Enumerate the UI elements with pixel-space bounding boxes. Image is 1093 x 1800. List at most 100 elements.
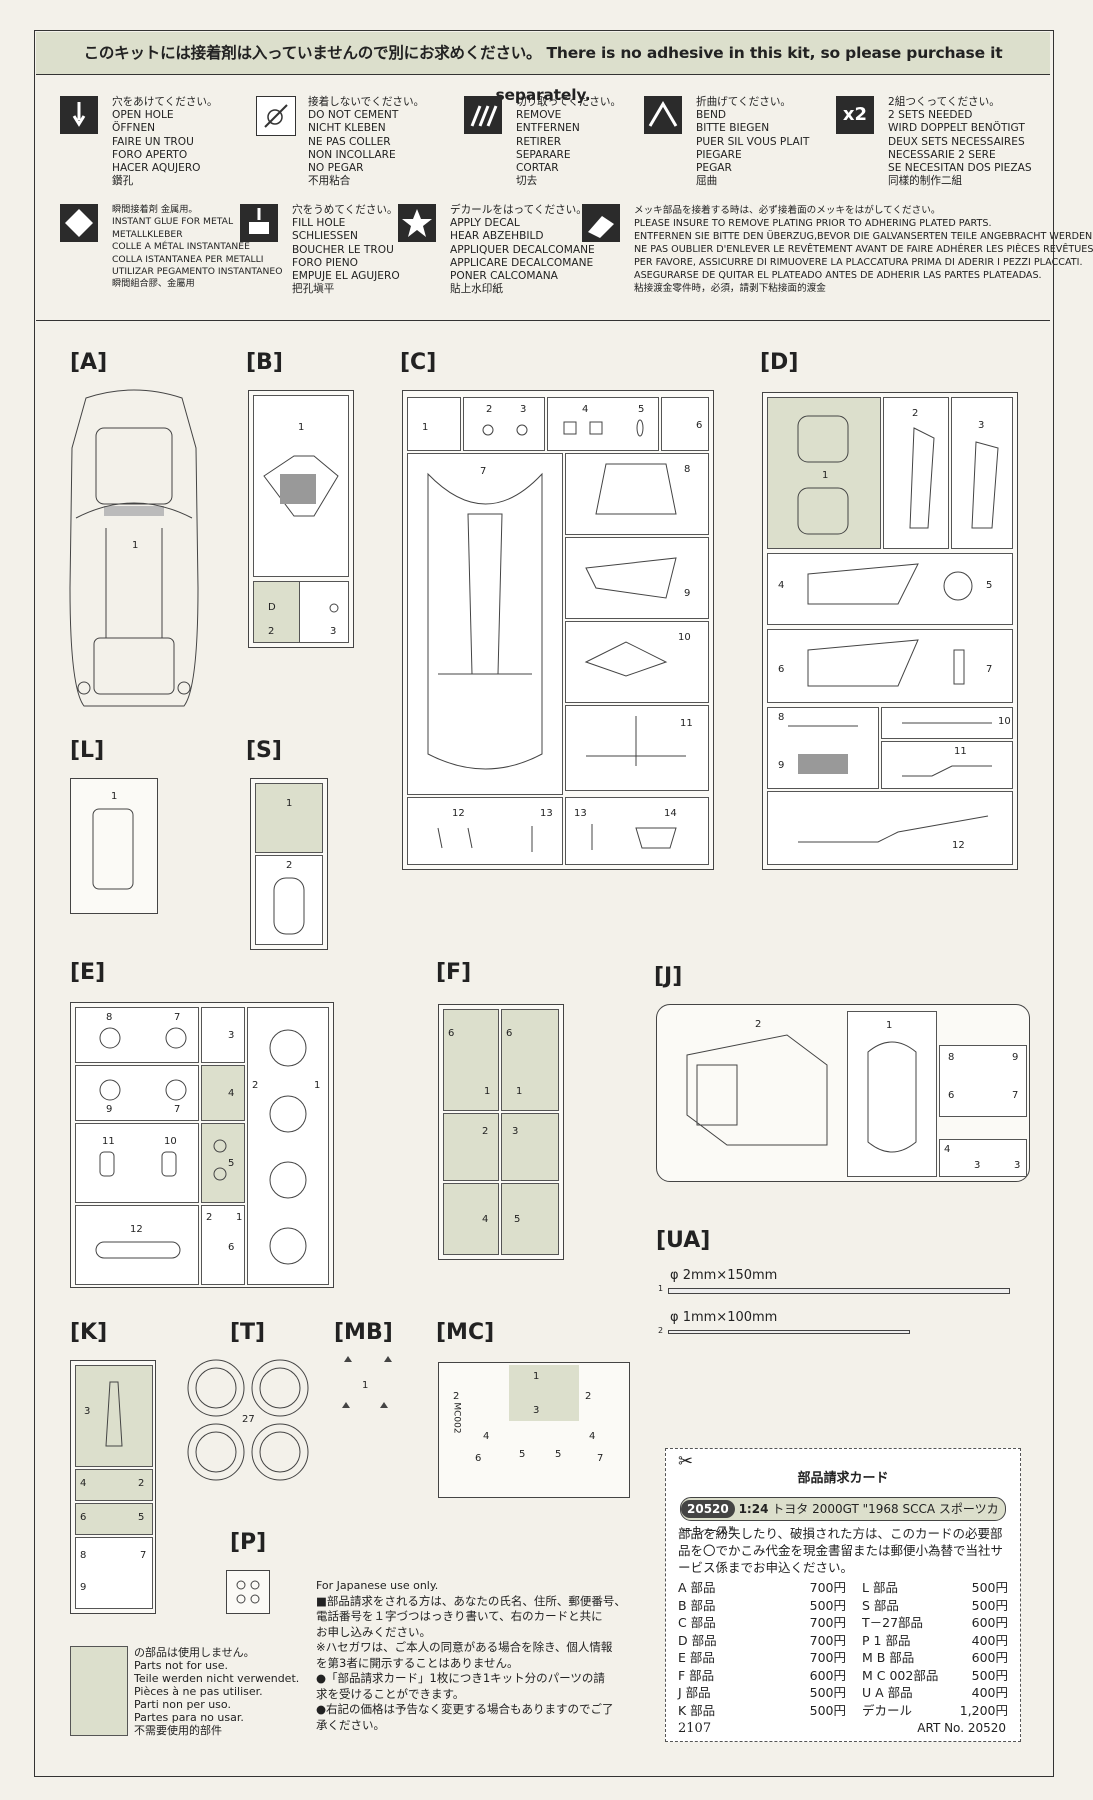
section-label-a: [A] (70, 350, 108, 375)
card-instructions: 部品を紛失したり、破損された方は、このカードの必要部品を〇でかこみ代金を現金書留… (678, 1526, 1004, 1575)
part-number: 10 (164, 1136, 177, 1147)
part-cell-f5: 5 (501, 1183, 559, 1255)
part-cell-d10: 10 (881, 707, 1013, 739)
part-number: 5 (555, 1449, 562, 1460)
section-label-mc: [MC] (436, 1320, 495, 1345)
part-number: 1 (484, 1086, 491, 1097)
parts-tray-b: 1 D 2 3 (248, 390, 354, 648)
section-label-c: [C] (400, 350, 437, 375)
part-number: 4 (944, 1144, 951, 1155)
part-number: 12 (130, 1224, 143, 1235)
part-number: 2 (482, 1126, 489, 1137)
part-number: 8 (778, 712, 785, 723)
part-cell-c13-14: 13 14 (565, 797, 709, 865)
part-number: 6 (228, 1242, 235, 1253)
part-cell-c10: 10 (565, 621, 709, 703)
part-number: 7 (986, 664, 993, 675)
part-number: 9 (778, 760, 785, 771)
part-number: 9 (684, 588, 691, 599)
part-number: 3 (330, 626, 337, 637)
part-cell-e9-7: 9 7 (75, 1065, 199, 1121)
decal-icon (398, 204, 436, 242)
section-label-j: [J] (654, 964, 683, 989)
parts-tray-s: 1 2 (250, 778, 328, 950)
part-number: 4 (778, 580, 785, 591)
card-item-code: 20520 (681, 1500, 735, 1518)
part-cell-d1: 1 (767, 397, 881, 549)
part-number: 14 (664, 808, 677, 819)
part-cell-d12: 12 (767, 791, 1013, 865)
part-number: 9 (80, 1582, 87, 1593)
part-cell-c12-13: 12 13 (407, 797, 563, 865)
part-cell-e5: 5 (201, 1123, 245, 1203)
part-number: 4 (80, 1478, 87, 1489)
part-number: 6 (80, 1512, 87, 1523)
card-art-no: ART No. 20520 (917, 1721, 1006, 1735)
part-number: 6 (506, 1028, 513, 1039)
part-cell-s1: 1 (255, 783, 323, 853)
part-number: 2 (268, 626, 275, 637)
part-number: 3 (228, 1030, 235, 1041)
section-label-k: [K] (70, 1320, 108, 1345)
part-number: 4 (582, 404, 589, 415)
parts-tray-k: 3 4 2 6 5 8 7 9 (70, 1360, 156, 1614)
section-label-f: [F] (436, 960, 472, 985)
section-label-s: [S] (246, 738, 282, 763)
part-cell-e12: 12 (75, 1205, 199, 1285)
part-number: 8 (684, 464, 691, 475)
rod-2-label: φ 1mm×100mm (670, 1310, 778, 1325)
part-number: 1 (822, 470, 829, 481)
not-for-use-legend: の部品は使用しません。Parts not for use.Teile werde… (134, 1646, 300, 1737)
part-cell-d11: 11 (881, 741, 1013, 789)
parts-t-tires: 27 (186, 1358, 310, 1482)
parts-mb: 1 (336, 1356, 396, 1416)
part-cell-f3: 3 (501, 1113, 559, 1181)
part-cell-e1-wheels: 2 1 (247, 1007, 329, 1285)
parts-tray-c: 1 2 3 4 5 6 7 8 9 10 11 12 13 13 14 (402, 390, 714, 870)
part-cell-c4-5: 4 5 (547, 397, 659, 451)
part-number: 9 (106, 1104, 113, 1115)
part-cell-j3-4: 4 3 3 (939, 1139, 1027, 1177)
part-number: 4 (482, 1214, 489, 1225)
part-number: 3 (84, 1406, 91, 1417)
part-number: 6 (475, 1453, 482, 1464)
part-number: 6 (948, 1090, 955, 1101)
part-number: 11 (954, 746, 967, 757)
part-cell-k7-9: 8 7 9 (75, 1537, 153, 1609)
part-cell-b1: 1 (253, 395, 349, 577)
part-cell-f6-1a: 6 1 (443, 1009, 499, 1111)
part-cell-k6-5: 6 5 (75, 1503, 153, 1535)
part-cell-b3: 3 (299, 581, 349, 643)
part-number: 1 (298, 422, 305, 433)
part-number: 8 (106, 1012, 113, 1023)
part-number: 2 (912, 408, 919, 419)
part-number: 2 (286, 860, 293, 871)
part-number: 3 (512, 1126, 519, 1137)
instant-glue-icon (60, 204, 98, 242)
part-cell-j6-9: 8 9 6 7 (939, 1045, 1027, 1117)
part-cell-e6-2: 6 2 1 (201, 1205, 245, 1285)
part-number: 13 (574, 808, 587, 819)
card-title: 部品請求カード (797, 1471, 889, 1486)
parts-tray-j: 1 2 8 9 6 7 4 3 3 (656, 1004, 1030, 1182)
open-hole-icon (60, 96, 98, 134)
part-number: 12 (452, 808, 465, 819)
section-label-mb: [MB] (334, 1320, 393, 1345)
part-number: 6 (696, 420, 703, 431)
section-label-d: [D] (760, 350, 799, 375)
part-number: 1 (236, 1212, 243, 1223)
part-cell-s2: 2 (255, 855, 323, 945)
section-label-b: [B] (246, 350, 283, 375)
part-number: 10 (998, 716, 1011, 727)
part-cell-e7-8: 8 7 (75, 1007, 199, 1063)
card-product-name: トヨタ 2000GT "1968 SCCA スポーツカーレース" (681, 1502, 999, 1538)
part-number: 2 (138, 1478, 145, 1489)
